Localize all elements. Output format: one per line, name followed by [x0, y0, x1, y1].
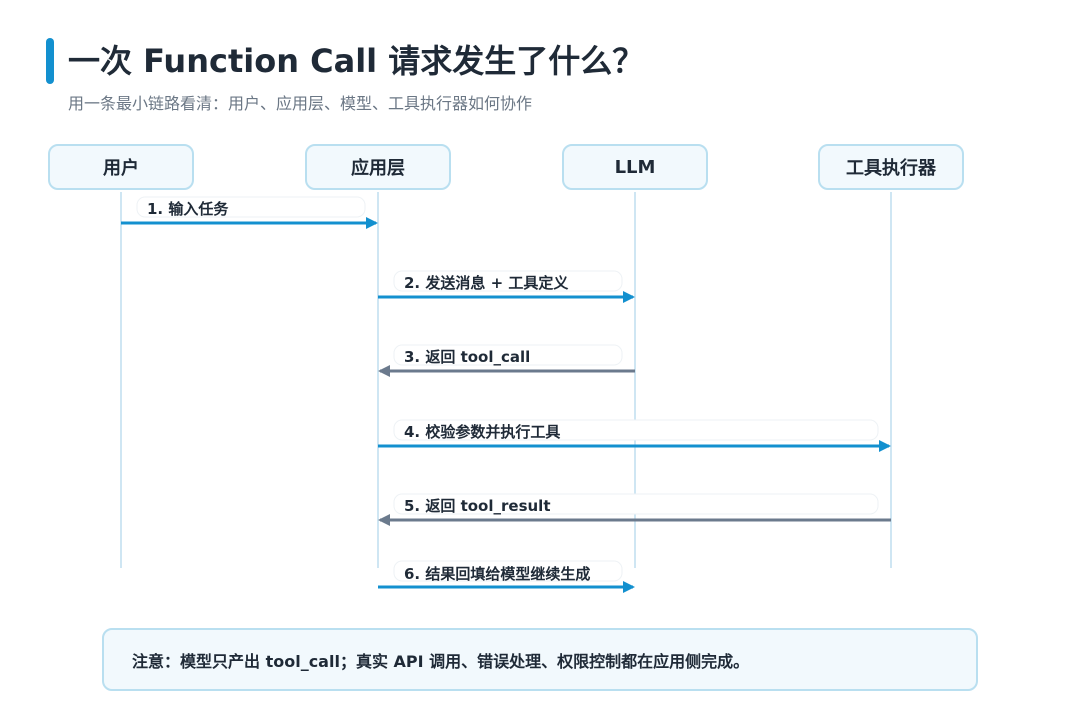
actor-user: 用户 — [48, 144, 194, 190]
note-text: 注意：模型只产出 tool_call；真实 API 调用、错误处理、权限控制都在… — [132, 651, 750, 671]
note-box: 注意：模型只产出 tool_call；真实 API 调用、错误处理、权限控制都在… — [102, 628, 978, 691]
actor-tool-executor: 工具执行器 — [818, 144, 964, 190]
message-label-box-3 — [393, 344, 623, 366]
message-label-3: 3. 返回 tool_call — [404, 348, 531, 366]
message-label-box-2 — [393, 270, 623, 292]
message-label-box-1 — [136, 196, 366, 218]
message-label-box-5 — [393, 493, 879, 515]
message-label-5: 5. 返回 tool_result — [404, 497, 551, 515]
page-title: 一次 Function Call 请求发生了什么？ — [68, 42, 645, 80]
message-label-1: 1. 输入任务 — [147, 200, 229, 218]
actor-llm: LLM — [562, 144, 708, 190]
message-label-box-4 — [393, 419, 879, 441]
title-accent-bar — [46, 38, 54, 84]
message-label-6: 6. 结果回填给模型继续生成 — [404, 565, 591, 583]
message-label-2: 2. 发送消息 + 工具定义 — [404, 274, 569, 292]
actor-app-layer: 应用层 — [305, 144, 451, 190]
message-label-4: 4. 校验参数并执行工具 — [404, 423, 561, 441]
message-label-box-6 — [393, 560, 623, 582]
page-subtitle: 用一条最小链路看清：用户、应用层、模型、工具执行器如何协作 — [68, 94, 533, 113]
